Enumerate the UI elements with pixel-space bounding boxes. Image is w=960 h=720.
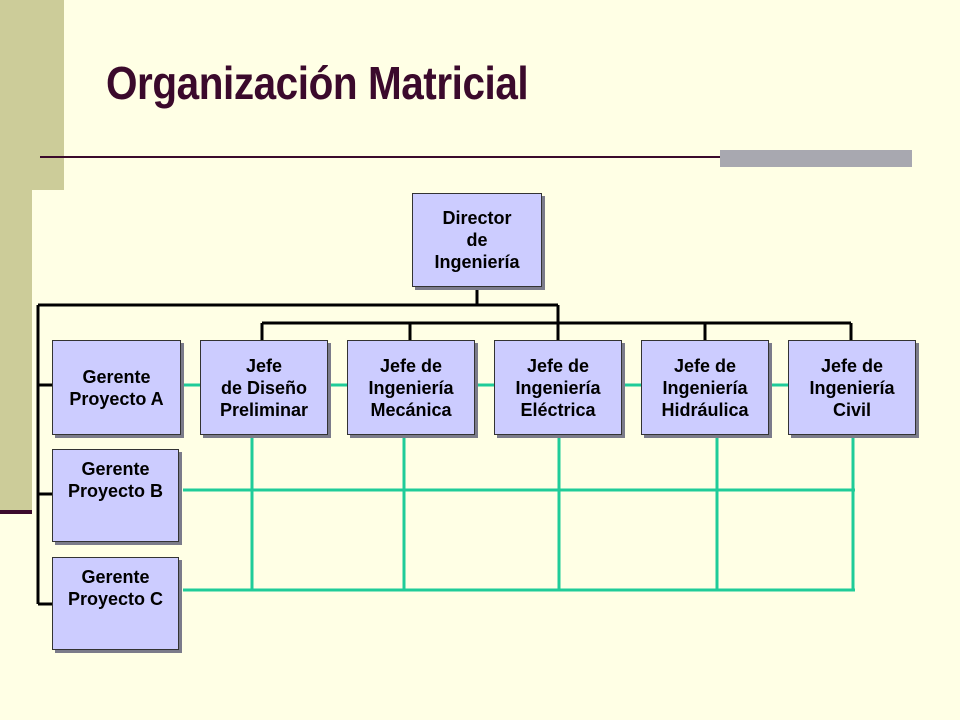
manager-c-line-1: Gerente bbox=[81, 567, 150, 587]
director-line-2: de bbox=[466, 230, 488, 250]
manager-box-c: Gerente Proyecto C bbox=[52, 557, 179, 650]
chief-4-line-3: Hidráulica bbox=[661, 399, 749, 420]
chief-5-line-3: Civil bbox=[832, 399, 871, 420]
chief-1-line-3: Preliminar bbox=[219, 399, 309, 420]
slide-title: Organización Matricial bbox=[106, 57, 529, 109]
manager-box-a: Gerente Proyecto A bbox=[52, 340, 181, 435]
decorative-sidebar-tick bbox=[0, 510, 32, 514]
chief-box-electrical: Jefe de Ingeniería Eléctrica bbox=[494, 340, 622, 435]
matrix-lines bbox=[183, 383, 855, 592]
title-underline-accent bbox=[720, 150, 912, 167]
chief-5-line-1: Jefe de bbox=[820, 355, 884, 376]
manager-b-line-1: Gerente bbox=[81, 459, 150, 479]
chief-3-line-3: Eléctrica bbox=[520, 399, 596, 420]
chief-box-mechanical: Jefe de Ingeniería Mecánica bbox=[347, 340, 475, 435]
manager-box-b: Gerente Proyecto B bbox=[52, 449, 179, 542]
chief-3-line-1: Jefe de bbox=[526, 355, 590, 376]
manager-c-line-2: Proyecto C bbox=[67, 589, 164, 609]
chief-4-line-2: Ingeniería bbox=[662, 377, 748, 398]
chief-2-line-1: Jefe de bbox=[379, 355, 443, 376]
decorative-sidebar-left bbox=[0, 190, 32, 510]
chief-5-line-2: Ingeniería bbox=[809, 377, 895, 398]
chief-1-line-2: de Diseño bbox=[220, 377, 308, 398]
chief-box-civil: Jefe de Ingeniería Civil bbox=[788, 340, 916, 435]
manager-b-line-2: Proyecto B bbox=[67, 481, 164, 501]
chief-4-line-1: Jefe de bbox=[673, 355, 737, 376]
chief-2-line-2: Ingeniería bbox=[368, 377, 454, 398]
chief-3-line-2: Ingeniería bbox=[515, 377, 601, 398]
director-line-3: Ingeniería bbox=[434, 252, 520, 272]
chief-box-design: Jefe de Diseño Preliminar bbox=[200, 340, 328, 435]
director-box: Director de Ingeniería bbox=[412, 193, 542, 287]
hierarchy-lines bbox=[36, 287, 853, 606]
director-line-1: Director bbox=[442, 208, 512, 228]
decorative-sidebar-top bbox=[0, 0, 64, 190]
manager-a-line-2: Proyecto A bbox=[69, 388, 164, 409]
title-underline bbox=[40, 156, 912, 158]
manager-a-line-1: Gerente bbox=[82, 366, 151, 387]
chief-1-line-1: Jefe bbox=[245, 355, 283, 376]
chief-2-line-3: Mecánica bbox=[370, 399, 452, 420]
chief-box-hydraulic: Jefe de Ingeniería Hidráulica bbox=[641, 340, 769, 435]
